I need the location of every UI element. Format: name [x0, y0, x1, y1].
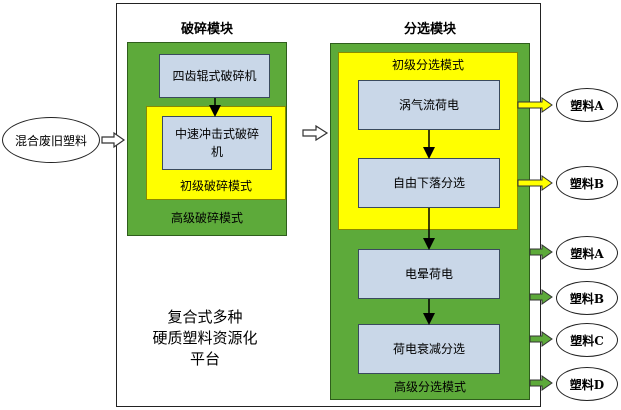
crushing-module-title: 破碎模块	[180, 22, 233, 37]
arrow-to-b1	[517, 175, 553, 191]
arrow-to-a1	[517, 97, 553, 113]
crush-to-sort-hollow-arrow	[302, 124, 329, 142]
sorting-primary-mode-label: 初级分选模式	[391, 58, 464, 72]
crushing-advanced-mode-label: 高级破碎模式	[170, 211, 243, 225]
output-plastic-b-primary: 塑料B	[556, 166, 618, 200]
arrow-to-d	[529, 375, 553, 391]
output-plastic-a-advanced: 塑料A	[556, 236, 618, 270]
output-plastic-b-advanced: 塑料B	[556, 281, 618, 315]
eddy-charging-box: 涡气流荷电	[358, 80, 500, 130]
output-plastic-c: 塑料C	[556, 323, 618, 357]
output-plastic-a-primary: 塑料A	[556, 88, 618, 122]
freefall-sorting-box: 自由下落分选	[358, 158, 500, 208]
sorting-module-title: 分选模块	[403, 22, 456, 37]
input-hollow-arrow	[101, 131, 126, 149]
output-plastic-d: 塑料D	[556, 367, 618, 401]
charge-decay-sorting-box: 荷电衰减分选	[358, 324, 500, 374]
arrow-to-a2	[529, 244, 553, 260]
roller-crusher-box: 四齿辊式破碎机	[159, 54, 270, 98]
platform-caption-line1: 复合式多种	[167, 308, 243, 326]
crushing-primary-mode-label: 初级破碎模式	[179, 179, 252, 193]
sorting-advanced-mode-label: 高级分选模式	[393, 380, 466, 394]
platform-caption: 复合式多种 硬质塑料资源化 平台	[130, 307, 280, 370]
impact-crusher-box: 中速冲击式破碎机	[162, 116, 272, 170]
arrow-to-c	[529, 331, 553, 347]
input-mixed-plastics: 混合废旧塑料	[2, 117, 100, 163]
platform-caption-line3: 平台	[189, 350, 220, 368]
arrow-to-b2	[529, 289, 553, 305]
platform-caption-line2: 硬质塑料资源化	[152, 329, 258, 347]
